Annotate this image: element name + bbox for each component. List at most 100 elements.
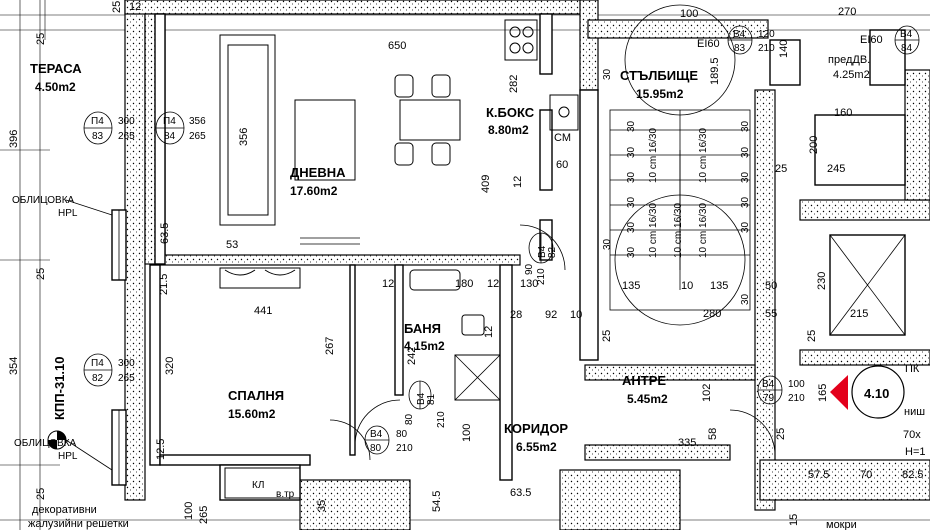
door-swings	[329, 224, 776, 461]
stair-left-8: 30	[602, 238, 613, 250]
room-area-kboks: 8.80m2	[488, 123, 529, 137]
door-79-h: 210	[788, 393, 805, 404]
room-name-spalnya: СПАЛНЯ	[228, 388, 284, 403]
stair-right-1: 30	[740, 120, 751, 132]
room-name-banya: БАНЯ	[404, 321, 441, 336]
pk-label: ПК	[905, 363, 920, 375]
dim-409: 409	[480, 175, 492, 193]
stair-left-4: 30	[626, 196, 637, 208]
dim-282: 282	[508, 75, 520, 93]
dim-280: 280	[703, 308, 721, 320]
dim-354: 354	[8, 357, 20, 375]
stair-right-6: 30	[740, 293, 751, 305]
cladding-label-2: ОБЛИЦОВКА	[14, 438, 77, 449]
decor-label-1: декоративни	[32, 504, 97, 516]
window-tag-top-type: П4	[91, 116, 104, 127]
room-area-antre: 5.45m2	[627, 392, 668, 406]
stair-left-5: 30	[626, 221, 637, 233]
stair-right-4: 30	[740, 196, 751, 208]
door-81-h: 210	[436, 411, 447, 428]
dim-130: 130	[520, 278, 538, 290]
cladding-material-1: HPL	[58, 208, 78, 219]
door-82-h: 210	[536, 268, 547, 285]
door-82-w: 90	[524, 263, 535, 275]
window-tag-mid-num: 84	[164, 131, 176, 142]
dim-10: 10	[570, 309, 582, 321]
window-tag-bot-h: 265	[118, 373, 135, 384]
dim-100-corridor: 100	[461, 424, 473, 442]
dim-189-5: 189.5	[709, 57, 721, 85]
exterior-walls	[124, 0, 930, 530]
window-tag-bot-w: 300	[118, 358, 135, 369]
room-name-dnevna: ДНЕВНА	[290, 165, 346, 180]
room-area-predd: 4.25m2	[833, 69, 870, 81]
dim-12-bath-r: 12	[487, 278, 499, 290]
cladding-label-1: ОБЛИЦОВКА	[12, 195, 75, 206]
dim-102: 102	[701, 384, 713, 402]
dim-396: 396	[8, 130, 20, 148]
room-area-terasa: 4.50m2	[35, 80, 76, 94]
dim-270: 270	[838, 6, 856, 18]
windows	[111, 209, 127, 486]
dim-82-5: 82.5	[902, 469, 923, 481]
dim-160: 160	[834, 107, 852, 119]
dim-53: 53	[226, 239, 238, 251]
dim-25-top: 25	[35, 33, 47, 45]
door-81-w: 80	[404, 413, 415, 425]
ei60-label-a: EI60	[697, 38, 720, 50]
height-label: H=1	[905, 446, 926, 458]
room-name-antre: АНТРЕ	[622, 373, 666, 388]
dim-35: 35	[316, 500, 328, 512]
door-83-w: 120	[758, 29, 775, 40]
door-tag-text: В4 82 90 210 В4 81 80 210 В4 80 80 210 В…	[370, 29, 913, 454]
window-tag-mid-w: 356	[189, 116, 206, 127]
room-labels: ТЕРАСА 4.50m2 ДНЕВНА 17.60m2 К.БОКС 8.80…	[30, 54, 870, 454]
dim-245: 245	[827, 163, 845, 175]
stair-left-6: 30	[626, 246, 637, 258]
dim-12-5: 12.5	[155, 439, 167, 460]
door-83-num: 83	[734, 43, 746, 54]
cladding-material-2: HPL	[58, 451, 78, 462]
window-tag-top-h: 265	[118, 131, 135, 142]
dim-180: 180	[455, 278, 473, 290]
dim-10-stair: 10	[681, 280, 693, 292]
door-82-type: В4	[537, 245, 548, 258]
window-tag-text: П4 83 300 265 П4 84 356 265 П4 82 300 26…	[91, 116, 206, 384]
dim-58: 58	[707, 428, 719, 440]
room-name-koridor: КОРИДОР	[504, 421, 568, 436]
section-marker	[47, 199, 113, 471]
dim-135-right: 135	[710, 280, 728, 292]
window-tag-mid-h: 265	[189, 131, 206, 142]
dim-25-left: 25	[35, 268, 47, 280]
window-tag-top-num: 83	[92, 131, 104, 142]
door-tags	[364, 25, 920, 455]
level-label: 4.10	[864, 386, 889, 401]
elevator	[814, 114, 906, 336]
door-80-w: 80	[396, 429, 408, 440]
dim-165: 165	[817, 384, 829, 402]
dim-54-5: 54.5	[431, 491, 443, 512]
decor-label-2: жалузийни решетки	[28, 518, 129, 530]
door-80-num: 80	[370, 443, 382, 454]
room-name-stalbishte: СТЪЛБИЩЕ	[620, 68, 698, 83]
window-tag-mid-type: П4	[163, 116, 176, 127]
room-area-dnevna: 17.60m2	[290, 184, 338, 198]
dim-21-5: 21.5	[158, 274, 170, 295]
dim-28: 28	[510, 309, 522, 321]
room-name-terasa: ТЕРАСА	[30, 61, 82, 76]
dim-15: 15	[788, 514, 800, 526]
room-name-predd: предДВ.	[828, 54, 870, 66]
room-area-banya: 4.15m2	[404, 339, 445, 353]
stair-step-2: 10 cm 16/30	[648, 203, 659, 258]
stair-left-3: 30	[626, 171, 637, 183]
kitchen-furniture	[504, 19, 579, 131]
annotation-labels: ОБЛИЦОВКА HPL ОБЛИЦОВКА HPL КПП-31.10 4.…	[12, 34, 926, 530]
living-furniture	[219, 34, 461, 245]
dishwasher-label: СМ	[554, 132, 571, 144]
door-84-num: 84	[901, 43, 913, 54]
dim-60: 60	[556, 159, 568, 171]
dim-63-5-b: 63.5	[510, 487, 531, 499]
dim-25-entry: 25	[775, 428, 787, 440]
door-80-type: В4	[370, 429, 383, 440]
stair-right-5: 30	[740, 221, 751, 233]
